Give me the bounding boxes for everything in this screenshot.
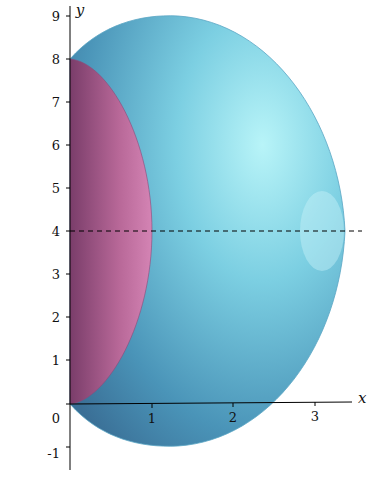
y-tick-label: 4 <box>52 225 60 238</box>
y-tick-label: 3 <box>52 268 60 281</box>
x-tick-label: 2 <box>229 411 237 424</box>
y-tick-label: 8 <box>52 53 60 66</box>
y-tick-label: -1 <box>47 447 60 460</box>
y-tick-label: 1 <box>52 354 60 367</box>
rotation-axis <box>70 231 362 232</box>
y-tick-label: 6 <box>52 139 60 152</box>
axis-label: x <box>358 391 366 406</box>
y-ticks <box>66 16 70 447</box>
axis-label: y <box>76 3 84 18</box>
y-tick-label: 5 <box>52 182 60 195</box>
y-tick-label: 2 <box>52 311 60 324</box>
y-tick-label: 7 <box>52 96 60 109</box>
x-axis <box>70 402 352 404</box>
x-ticks <box>152 402 315 408</box>
y-tick-label: 9 <box>52 10 60 23</box>
y-axis <box>70 6 71 470</box>
x-tick-label: 3 <box>311 410 319 423</box>
y-tick-label: 0 <box>52 412 60 425</box>
x-tick-label: 1 <box>148 412 156 425</box>
